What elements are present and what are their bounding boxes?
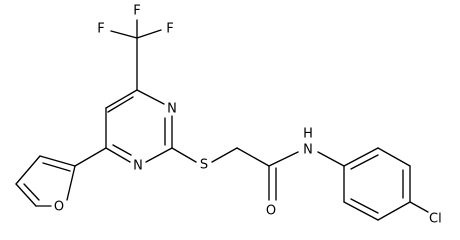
atom-label-sulfur: S (200, 158, 208, 173)
bond-furan-c3-c4 (15, 155, 41, 185)
bond-phenyl-2-3 (377, 147, 411, 167)
bond-co-nh (268, 151, 299, 167)
atom-label-carbonyl-oxygen: O (266, 204, 276, 219)
bond-ring-c4-c5 (105, 89, 138, 109)
bond-furan-c4-c5 (15, 183, 37, 207)
bond-ring-c4-c5-double (107, 96, 134, 113)
bond-c-f-right (136, 29, 162, 39)
atom-label-amide-hydrogen: H (303, 127, 313, 142)
atom-label-amide-nitrogen: N (303, 143, 313, 158)
bond-c-f-left (110, 30, 138, 39)
atom-label-furan-oxygen: O (54, 200, 64, 215)
bond-furan-c4-c5-double (23, 183, 40, 201)
atom-label-ring-nitrogen-lower: N (133, 159, 143, 174)
atom-labels: F F F N N S O H N O Cl (54, 4, 442, 227)
bond-ring-c6-n1-double (112, 144, 132, 156)
atom-label-ring-nitrogen-upper: N (167, 102, 177, 117)
bond-phenyl-5-6-double (350, 198, 379, 214)
bond-phenyl-cl (409, 201, 429, 213)
atom-label-fluorine-top: F (133, 4, 140, 19)
bond-phenyl-1-2-double (350, 154, 379, 170)
bond-nh-aryl (317, 151, 345, 167)
bond-phenyl-5-6 (343, 201, 379, 221)
bond-phenyl-4-5 (377, 201, 411, 221)
bond-pyrimidine-furan (74, 147, 107, 167)
atom-label-chlorine: Cl (429, 212, 442, 227)
bond-furan-c2-c3-double (42, 162, 71, 172)
bond-c2-s (171, 147, 197, 163)
atom-label-fluorine-right: F (166, 22, 173, 37)
bond-s-ch2 (211, 147, 238, 163)
bond-furan-o-c2 (66, 165, 76, 201)
bond-ring-n3-c4 (136, 89, 165, 105)
atom-label-fluorine-left: F (97, 22, 104, 37)
bond-ring-c6-n1 (105, 147, 131, 163)
bond-lines (15, 19, 429, 221)
bond-phenyl-1-2 (343, 147, 379, 167)
bond-furan-c2-c3 (39, 155, 76, 167)
bond-ch2-co (236, 147, 270, 167)
bond-ring-n1-c2 (145, 147, 173, 163)
